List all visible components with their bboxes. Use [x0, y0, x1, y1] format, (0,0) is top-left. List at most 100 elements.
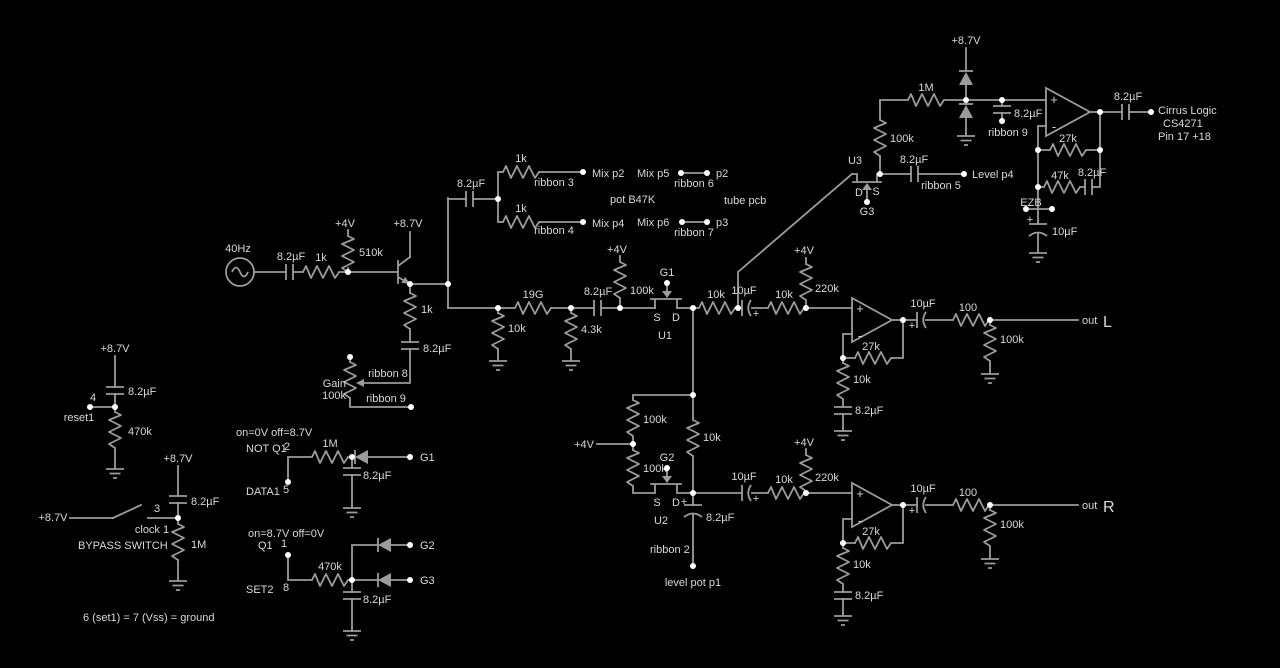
ribbon4-label: ribbon 4 — [534, 225, 574, 237]
resistor — [1049, 143, 1087, 157]
pot-name: Gain — [323, 378, 346, 390]
power-label: +4V — [335, 218, 356, 230]
notq1-circuit: on=0V off=8.7V NOT Q1 2 DATA1 5 1M 8.2µF… — [236, 427, 435, 518]
capacitor-value: 8.2µF — [584, 286, 613, 298]
resistor — [873, 119, 887, 157]
ground-symbol — [561, 357, 581, 371]
input-stage: 40Hz 8.2µF 1k +4V 510k +8.7V 1k 8.2µF Ga… — [225, 197, 452, 408]
resistor — [311, 573, 349, 587]
resistor-value: 10k — [775, 289, 793, 301]
source-label: S — [872, 186, 879, 198]
g3-port-label: G3 — [420, 575, 435, 587]
resistor-value: 1k — [515, 153, 527, 165]
capacitor-value: 8.2µF — [363, 594, 392, 606]
resistor — [626, 399, 640, 437]
power-label: +4V — [794, 437, 815, 449]
capacitor — [1121, 103, 1130, 121]
opamp-minus-input: - — [1052, 119, 1056, 134]
resistor-value: 1k — [421, 304, 433, 316]
pot-value: 100k — [322, 390, 346, 402]
pin-number: 3 — [154, 503, 160, 515]
resistor-value: 100 — [959, 302, 977, 314]
g1-port-label: G1 — [420, 452, 435, 464]
resistor — [836, 362, 850, 400]
capacitor — [342, 467, 362, 476]
resistor-value: 100k — [643, 414, 667, 426]
source-label: S — [653, 312, 660, 324]
g2-gate-label: G2 — [660, 452, 675, 464]
resistor-value: 510k — [359, 247, 383, 259]
resistor-value: 220k — [815, 283, 839, 295]
ground-symbol — [488, 357, 508, 371]
capacitor-value: 10µF — [731, 285, 757, 297]
left-channel-opamp: + - 27k 10k 8.2µF 10µF + 100 100k out L — [833, 296, 1112, 441]
resistor — [799, 454, 813, 492]
power-label: +4V — [607, 244, 628, 256]
capacitor — [910, 165, 919, 183]
resistor — [686, 419, 700, 457]
resistor — [854, 536, 892, 550]
power-label: +8.7V — [38, 512, 68, 524]
power-label: +8.7V — [951, 35, 981, 47]
notq1-label: NOT Q1 — [246, 443, 287, 455]
npn-transistor — [396, 255, 412, 285]
opamp-plus-input: + — [856, 301, 864, 316]
diode — [377, 572, 392, 588]
diode — [377, 537, 392, 553]
resistor-value: 4.3k — [581, 324, 602, 336]
ribbon8-label: ribbon 8 — [368, 368, 408, 380]
capacitor-value: 8.2µF — [1078, 167, 1107, 179]
resistor — [108, 411, 122, 449]
gate-arrow — [662, 476, 672, 483]
signal-source-icon — [225, 257, 255, 287]
ground-symbol — [105, 465, 125, 479]
u1-label: U1 — [658, 330, 672, 342]
capacitor-value: 8.2µF — [900, 154, 929, 166]
resistor-value: 27k — [862, 341, 880, 353]
capacitor-polarized — [741, 484, 752, 502]
clock-bypass-circuit: +8.7V +8.7V 8.2µF 3 clock 1 1M BYPASS SW… — [38, 453, 219, 624]
ezb-label: EZB — [1020, 197, 1041, 209]
u2-level-circuit: 100k +4V 100k G2 S D U2 10k + 8.2µF ribb… — [574, 307, 853, 589]
level-pot-p1-label: level pot p1 — [665, 577, 721, 589]
power-label: +8.7V — [100, 343, 130, 355]
mix-p6-label: Mix p6 — [637, 217, 669, 229]
ground-symbol — [956, 132, 976, 146]
out-label: out — [1082, 500, 1097, 512]
ribbon9-label: ribbon 9 — [366, 393, 406, 405]
ground-symbol — [342, 627, 362, 641]
resistor-value: 27k — [1059, 133, 1077, 145]
resistor — [311, 450, 349, 464]
reset1-label: reset1 — [64, 412, 95, 424]
capacitor-value: 8.2µF — [855, 590, 884, 602]
resistor-value: 100k — [630, 285, 654, 297]
ribbon5-label: ribbon 5 — [921, 180, 961, 192]
resistor — [854, 351, 892, 365]
ground-symbol — [342, 504, 362, 518]
capacitor — [342, 591, 362, 600]
resistor — [952, 498, 990, 512]
p3-port-label: p3 — [716, 217, 728, 229]
capacitor — [105, 386, 125, 395]
ground-symbol — [168, 577, 188, 591]
ribbon6-label: ribbon 6 — [674, 178, 714, 190]
capacitor-value: 8.2µF — [363, 470, 392, 482]
capacitor — [593, 299, 602, 317]
ribbon7-label: ribbon 7 — [674, 227, 714, 239]
resistor-value: 1M — [322, 438, 337, 450]
data1-label: DATA1 — [246, 486, 280, 498]
opamp-triangle — [1045, 86, 1092, 138]
resistor-value: 1M — [191, 539, 206, 551]
pin-number: 5 — [283, 484, 289, 496]
resistor-value: 470k — [128, 426, 152, 438]
capacitor — [168, 495, 188, 504]
u3-dac-output-circuit: + - U3 D S G3 100k 1M +8.7V 8.2µF ribbon… — [848, 35, 1217, 263]
capacitor-value: 8.2µF — [277, 251, 306, 263]
wiper-arrow — [356, 379, 364, 387]
opamp-minus-input: - — [858, 328, 862, 343]
capacitor-value: 10µF — [910, 298, 936, 310]
ground-symbol — [980, 555, 1000, 569]
resistor-value: 100k — [643, 463, 667, 475]
resistor-value: 27k — [862, 526, 880, 538]
